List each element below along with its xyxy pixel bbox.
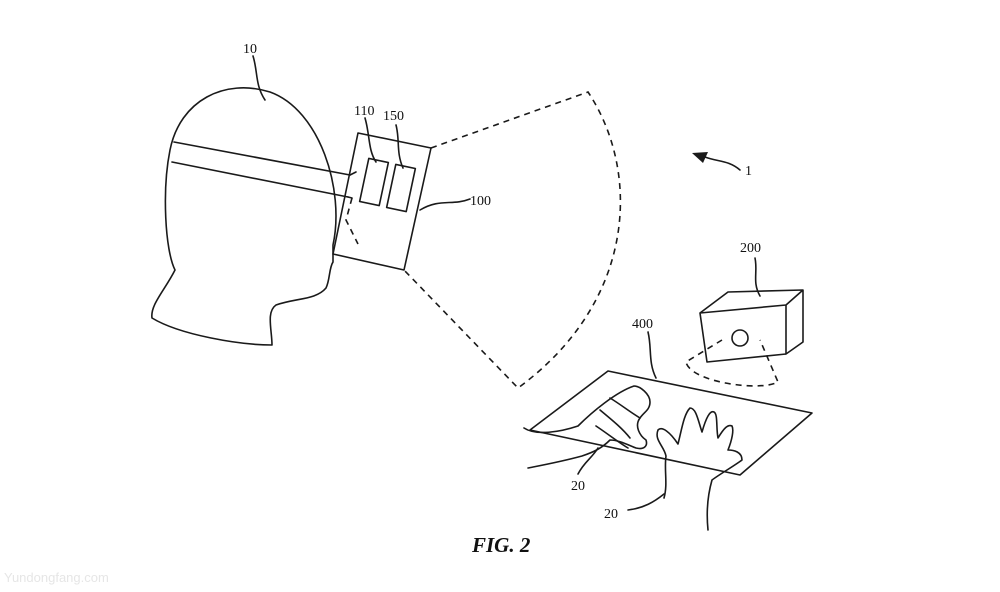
left-hand: [523, 385, 651, 469]
device-lens: [731, 329, 749, 347]
watermark: Yundongfang.com: [4, 570, 109, 585]
leader-10: [252, 55, 266, 101]
device-sensing-zone: [685, 339, 780, 387]
leader-400: [647, 331, 657, 379]
leader-20-left: [577, 447, 599, 475]
user-head: [151, 87, 337, 346]
label-110: 110: [354, 104, 374, 119]
headset-body: [332, 132, 432, 271]
leader-150: [395, 124, 404, 169]
component-110: [358, 157, 390, 207]
label-400: 400: [632, 317, 653, 332]
leader-20-right: [627, 493, 665, 511]
label-150: 150: [383, 109, 404, 124]
headset-hidden-edge: [345, 197, 359, 245]
label-1: 1: [745, 164, 752, 179]
label-200: 200: [740, 241, 761, 256]
right-hand: [656, 407, 743, 531]
figure-caption: FIG. 2: [471, 533, 531, 557]
field-of-view: [403, 91, 622, 390]
system-leader: [704, 156, 741, 171]
system-arrowhead: [692, 152, 708, 163]
label-20-left: 20: [571, 479, 585, 494]
component-150: [385, 163, 417, 213]
leader-100: [419, 198, 471, 211]
left-hand-fingers: [595, 397, 641, 449]
label-20-right: 20: [604, 507, 618, 522]
label-100: 100: [470, 194, 491, 209]
head-strap: [171, 141, 351, 198]
leader-110: [364, 117, 377, 163]
surface-400: [529, 370, 813, 476]
device-box: [699, 289, 804, 363]
label-10: 10: [243, 42, 257, 57]
leader-200: [754, 257, 761, 297]
